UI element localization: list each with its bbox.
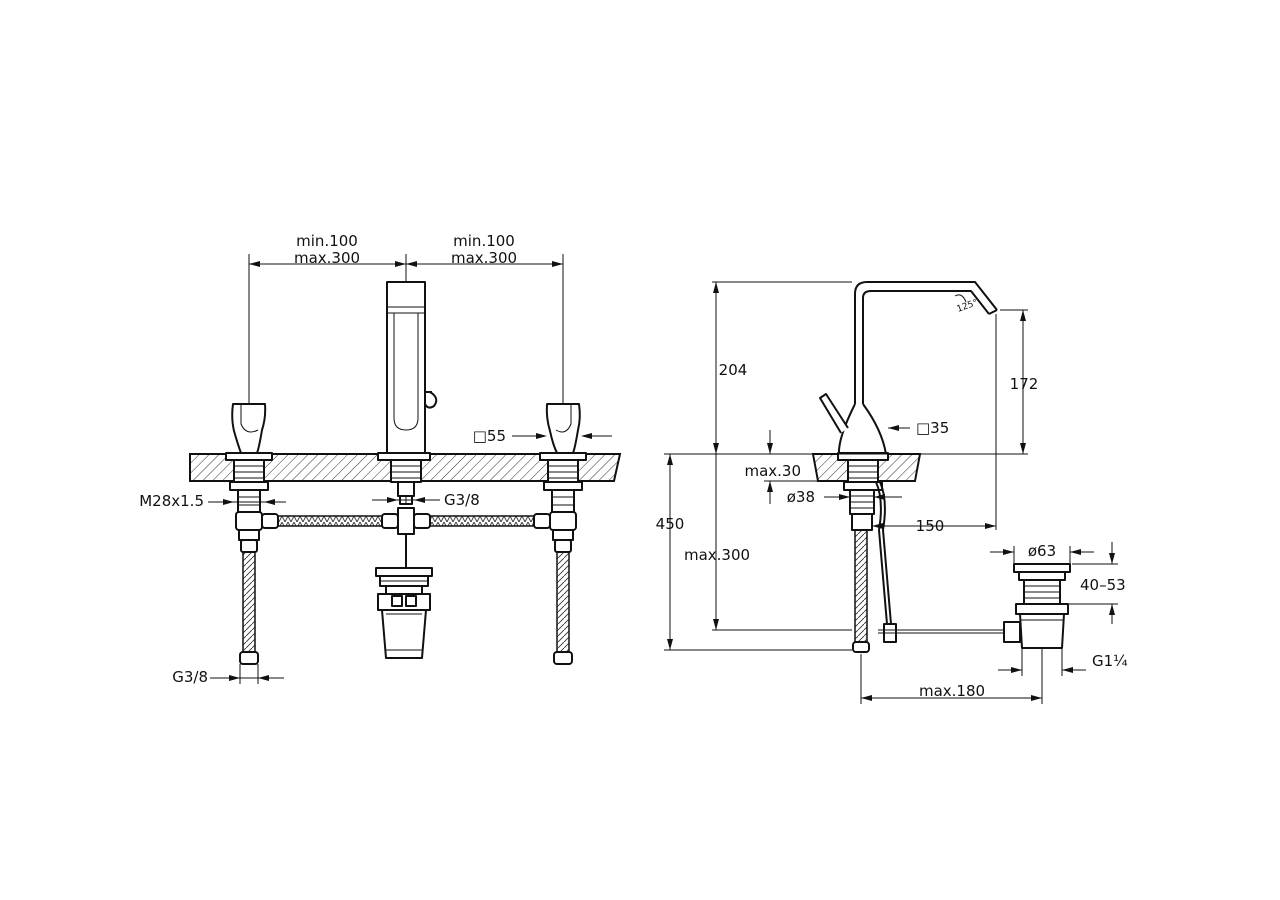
label-hose-length: max.300	[684, 546, 750, 564]
label-right-spacing-max: max.300	[451, 249, 517, 267]
label-deck-thickness: max.30	[744, 462, 801, 480]
label-height-total: 204	[719, 361, 748, 379]
side-view	[664, 281, 1118, 704]
label-waste-diameter: ø63	[1028, 542, 1056, 560]
side-dimensions	[664, 281, 1118, 704]
handle-right-front	[539, 403, 587, 513]
pop-up-rod	[878, 623, 1004, 643]
label-right-spacing-min: min.100	[453, 232, 515, 250]
connection-hoses	[235, 507, 577, 665]
dimension-labels: min.100 max.300 min.100 max.300 □55 M28x…	[139, 232, 1128, 700]
label-left-spacing-min: min.100	[296, 232, 358, 250]
label-left-spacing-max: max.300	[294, 249, 360, 267]
spout-front	[377, 281, 438, 505]
label-spout-angle: 125°	[956, 298, 980, 315]
label-overall-height: 450	[656, 515, 685, 533]
label-hole-diameter: ø38	[787, 488, 815, 506]
label-rod-length: max.180	[919, 682, 985, 700]
label-spout-base-size: □35	[916, 419, 949, 437]
label-waste-thread: G1¼	[1092, 652, 1128, 670]
label-waste-height: 40–53	[1080, 576, 1126, 594]
front-dimensions	[208, 254, 612, 684]
label-spout-reach: 150	[916, 517, 945, 535]
waste-trap-side	[1003, 563, 1071, 649]
handle-left-front	[225, 403, 273, 513]
mixer-side	[819, 281, 998, 653]
pop-up-waste-front	[375, 534, 433, 659]
label-height-outlet: 172	[1010, 375, 1039, 393]
label-supply-left: G3/8	[444, 491, 480, 509]
label-thread: M28x1.5	[139, 492, 204, 510]
label-handle-size: □55	[473, 427, 506, 445]
front-view	[189, 254, 622, 684]
label-supply-bottom: G3/8	[172, 668, 208, 686]
